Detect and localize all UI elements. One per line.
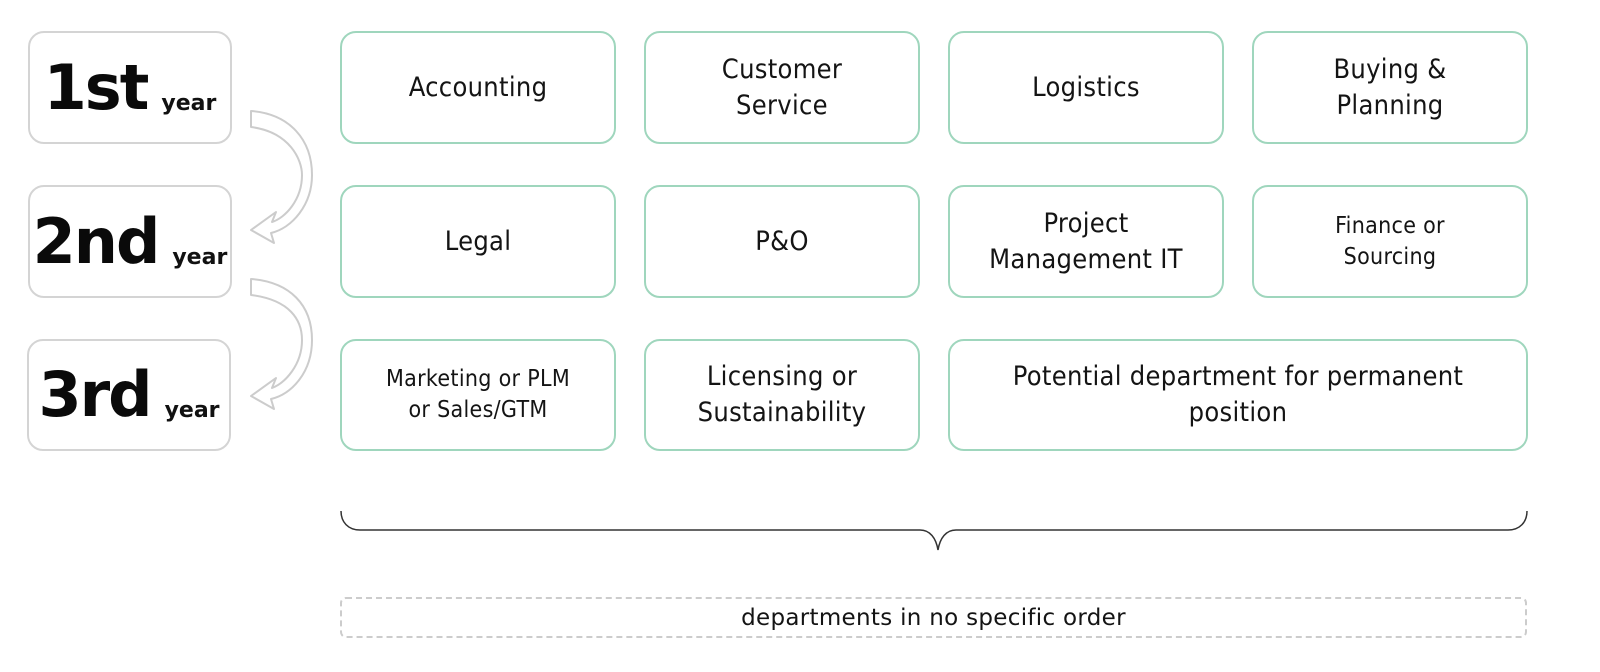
department-label: Logistics (1032, 71, 1140, 103)
department-label: Legal (444, 225, 512, 257)
year-word: year (161, 90, 217, 116)
department-label: Customer Service (721, 53, 843, 121)
department-box-licensing-sustainability: Licensing or Sustainability (644, 339, 920, 451)
department-label: Potential department for permanent posit… (1012, 361, 1464, 428)
department-box-legal: Legal (340, 185, 616, 298)
department-box-accounting: Accounting (340, 31, 616, 144)
year-number: 2nd (32, 204, 161, 278)
year-label-1: 1st year (43, 50, 217, 124)
department-label: Finance or Sourcing (1335, 212, 1445, 270)
curved-arrow-icon (250, 110, 313, 244)
department-box-customer-service: Customer Service (644, 31, 920, 144)
curly-brace (340, 510, 1528, 551)
curved-arrow-icon (250, 278, 313, 410)
department-box-finance-sourcing: Finance or Sourcing (1252, 185, 1528, 298)
year-label-2: 2nd year (32, 204, 228, 278)
year-box-2: 2nd year (28, 185, 232, 298)
department-box-project-management-it: Project Management IT (948, 185, 1224, 298)
department-label: Accounting (408, 71, 548, 103)
department-label: Marketing or PLM or Sales/GTM (385, 366, 570, 423)
year-number: 1st (43, 50, 150, 124)
order-note-text: departments in no specific order (741, 604, 1126, 631)
year-box-3: 3rd year (27, 339, 231, 451)
department-box-permanent-position: Potential department for permanent posit… (948, 339, 1528, 451)
year-box-1: 1st year (28, 31, 232, 144)
department-box-buying-planning: Buying & Planning (1252, 31, 1528, 144)
department-label: P&O (755, 225, 809, 257)
department-box-marketing-sales: Marketing or PLM or Sales/GTM (340, 339, 616, 451)
department-label: Project Management IT (989, 207, 1183, 275)
order-note-box: departments in no specific order (340, 597, 1527, 638)
year-label-3: 3rd year (38, 364, 219, 426)
department-box-logistics: Logistics (948, 31, 1224, 144)
year-word: year (172, 244, 228, 270)
department-label: Licensing or Sustainability (697, 361, 867, 428)
department-label: Buying & Planning (1333, 53, 1447, 121)
department-box-p-and-o: P&O (644, 185, 920, 298)
year-word: year (164, 398, 220, 423)
year-number: 3rd (38, 358, 152, 431)
